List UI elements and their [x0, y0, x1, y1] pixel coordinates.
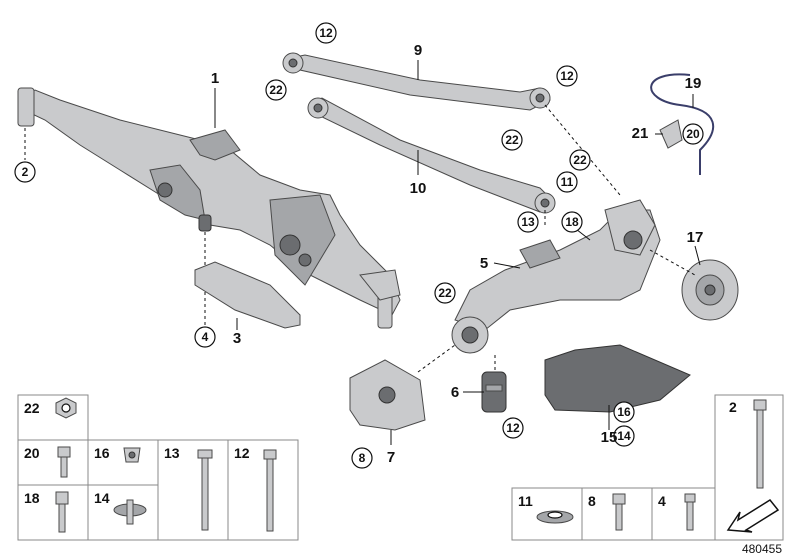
svg-text:22: 22 — [505, 133, 519, 147]
callout-9: 9 — [414, 42, 422, 59]
callout-12-upper-right: 12 — [556, 65, 578, 87]
svg-text:12: 12 — [319, 26, 333, 40]
callout-6: 6 — [451, 384, 459, 401]
callout-15: 15 — [601, 429, 618, 446]
svg-text:13: 13 — [521, 215, 535, 229]
svg-text:2: 2 — [22, 165, 29, 179]
svg-text:22: 22 — [269, 83, 283, 97]
svg-text:14: 14 — [94, 490, 110, 506]
callout-13: 13 — [517, 211, 539, 233]
svg-text:22: 22 — [24, 400, 40, 416]
svg-text:10: 10 — [410, 180, 427, 197]
lower-control-arm — [307, 97, 556, 214]
svg-text:14: 14 — [617, 429, 631, 443]
wheel-hub — [681, 259, 739, 321]
callout-8: 8 — [351, 447, 373, 469]
svg-text:12: 12 — [506, 421, 520, 435]
svg-text:22: 22 — [573, 153, 587, 167]
callout-22-upper-right: 22 — [501, 129, 523, 151]
callout-14: 14 — [613, 425, 635, 447]
svg-text:18: 18 — [24, 490, 40, 506]
svg-text:18: 18 — [565, 215, 579, 229]
callout-12-lower: 12 — [502, 417, 524, 439]
svg-text:8: 8 — [359, 451, 366, 465]
callout-2: 2 — [14, 161, 36, 183]
callout-1: 1 — [211, 70, 219, 87]
svg-text:22: 22 — [438, 286, 452, 300]
fastener-table-left: 22 20 16 13 12 18 14 — [17, 394, 299, 541]
callout-20: 20 — [682, 123, 704, 145]
wheel-carrier — [451, 199, 661, 354]
upper-control-arm — [282, 52, 551, 111]
svg-text:13: 13 — [164, 445, 180, 461]
direction-arrow-icon — [726, 499, 780, 533]
svg-text:2: 2 — [729, 399, 737, 415]
svg-text:4: 4 — [202, 330, 209, 344]
underbody-shield — [544, 344, 691, 413]
svg-text:5: 5 — [480, 255, 488, 272]
rear-axle-carrier — [17, 87, 401, 329]
svg-text:16: 16 — [617, 405, 631, 419]
callout-21: 21 — [632, 125, 649, 142]
svg-text:1: 1 — [211, 70, 219, 87]
sensor-bracket — [659, 119, 683, 149]
svg-text:12: 12 — [560, 69, 574, 83]
reinforcement-plate — [194, 261, 301, 329]
svg-text:8: 8 — [588, 493, 596, 509]
callout-10: 10 — [410, 180, 427, 197]
callout-7: 7 — [387, 449, 395, 466]
callout-18: 18 — [561, 211, 583, 233]
callout-17: 17 — [687, 229, 704, 246]
svg-text:11: 11 — [518, 493, 533, 509]
callout-19: 19 — [685, 75, 702, 92]
svg-text:19: 19 — [685, 75, 702, 92]
svg-text:6: 6 — [451, 384, 459, 401]
svg-text:15: 15 — [601, 429, 618, 446]
callout-16: 16 — [613, 401, 635, 423]
svg-text:11: 11 — [561, 175, 574, 189]
svg-text:20: 20 — [24, 445, 40, 461]
abs-sensor-cable — [650, 73, 715, 175]
callout-4: 4 — [194, 326, 216, 348]
svg-text:21: 21 — [632, 125, 649, 142]
callout-11: 11 — [556, 171, 578, 193]
rubber-mount — [481, 371, 507, 413]
svg-text:20: 20 — [686, 127, 700, 141]
fastener-table-right: 11 8 4 2 — [511, 394, 784, 541]
svg-text:12: 12 — [234, 445, 250, 461]
callout-5: 5 — [480, 255, 488, 272]
callout-22-bushing: 22 — [434, 282, 456, 304]
svg-text:3: 3 — [233, 330, 241, 347]
svg-text:17: 17 — [687, 229, 704, 246]
callout-22-upper-left: 22 — [265, 79, 287, 101]
svg-text:16: 16 — [94, 445, 110, 461]
svg-text:7: 7 — [387, 449, 395, 466]
diagram-number: 480455 — [742, 542, 782, 556]
callout-12-upper-left: 12 — [315, 22, 337, 44]
callout-3: 3 — [233, 330, 241, 347]
svg-text:4: 4 — [658, 493, 666, 509]
callout-22-knuckle: 22 — [569, 149, 591, 171]
svg-text:9: 9 — [414, 42, 422, 59]
